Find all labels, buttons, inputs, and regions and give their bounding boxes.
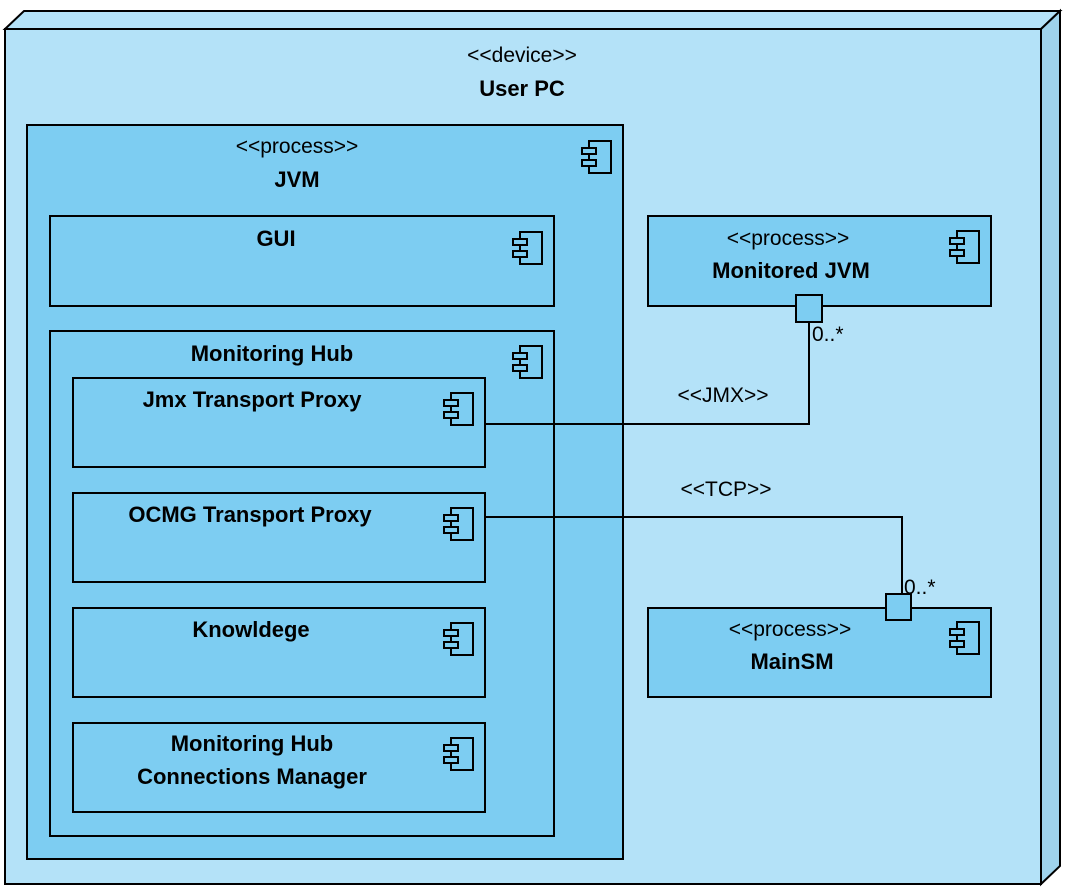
mainsm-port[interactable] bbox=[885, 593, 912, 621]
ocmg-transport-proxy-component[interactable]: OCMG Transport Proxy bbox=[72, 492, 486, 583]
monitored-jvm-port[interactable] bbox=[795, 294, 823, 323]
device-name: User PC bbox=[479, 76, 565, 101]
ocmg-transport-proxy-name: OCMG Transport Proxy bbox=[128, 502, 372, 527]
jmx-connector-label: <<JMX>> bbox=[677, 384, 768, 407]
device-node-side-face bbox=[1040, 8, 1061, 887]
monitored-jvm-process[interactable]: <<process>> Monitored JVM bbox=[647, 215, 992, 307]
jvm-stereotype: <<process>> bbox=[236, 135, 359, 158]
gui-name: GUI bbox=[256, 226, 295, 251]
tcp-connector[interactable]: <<TCP>> bbox=[486, 478, 903, 594]
gui-component[interactable]: GUI bbox=[49, 215, 555, 307]
jvm-name: JVM bbox=[274, 167, 319, 192]
connections-manager-name-line2: Connections Manager bbox=[137, 764, 367, 789]
connections-manager-name-line1: Monitoring Hub bbox=[171, 731, 334, 756]
mainsm-process[interactable]: <<process>> MainSM bbox=[647, 607, 992, 698]
mainsm-stereotype: <<process>> bbox=[729, 618, 852, 641]
connections-manager-component[interactable]: Monitoring Hub Connections Manager bbox=[72, 722, 486, 813]
monitoring-hub-name: Monitoring Hub bbox=[191, 341, 354, 366]
monitored-jvm-name: Monitored JVM bbox=[712, 258, 870, 283]
jmx-transport-proxy-name: Jmx Transport Proxy bbox=[143, 387, 363, 412]
device-node-top-face bbox=[2, 10, 1063, 30]
device-stereotype: <<device>> bbox=[467, 44, 577, 67]
monitored-jvm-stereotype: <<process>> bbox=[727, 227, 850, 250]
tcp-connector-label: <<TCP>> bbox=[680, 478, 771, 501]
mainsm-port-multiplicity: 0..* bbox=[904, 576, 936, 599]
knowledge-component[interactable]: Knowldege bbox=[72, 607, 486, 698]
monitored-jvm-port-multiplicity: 0..* bbox=[812, 323, 844, 346]
jmx-transport-proxy-component[interactable]: Jmx Transport Proxy bbox=[72, 377, 486, 468]
knowledge-name: Knowldege bbox=[192, 617, 309, 642]
mainsm-name: MainSM bbox=[750, 649, 833, 674]
jmx-connector[interactable]: <<JMX>> bbox=[486, 322, 810, 425]
